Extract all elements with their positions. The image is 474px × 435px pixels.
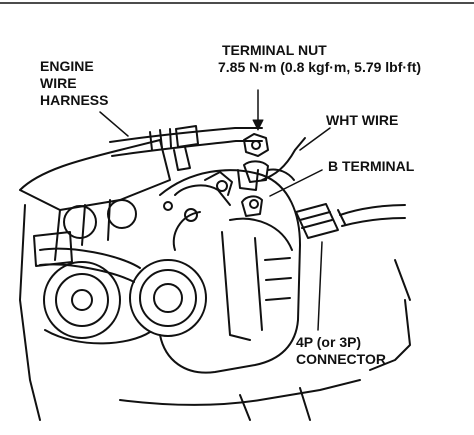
wht-wire: [261, 137, 306, 181]
terminal-nut-title: TERMINAL NUT: [222, 42, 327, 58]
wht-wire-leader: [299, 127, 331, 151]
terminal-nut-torque: 7.85 N·m (0.8 kgf·m, 5.79 lbf·ft): [218, 59, 422, 75]
harness-label-line-2: WIRE: [40, 75, 77, 91]
b-terminal-leader: [269, 169, 323, 197]
harness-label-line-3: HARNESS: [40, 92, 109, 108]
terminal-nut: [243, 133, 269, 157]
harness-label-line-1: ENGINE: [40, 58, 94, 74]
engine-block: [19, 139, 411, 421]
wht-wire-label: WHT WIRE: [326, 112, 398, 129]
b-terminal-label: B TERMINAL: [328, 158, 414, 175]
connector-label-line-1: 4P (or 3P): [296, 334, 362, 350]
b-terminal-text: B TERMINAL: [328, 158, 415, 174]
terminal-nut-label: TERMINAL NUT 7.85 N·m (0.8 kgf·m, 5.79 l…: [218, 42, 421, 76]
connector-label: 4P (or 3P) CONNECTOR: [296, 334, 386, 368]
engine-wire-harness: [109, 125, 263, 171]
alternator: [159, 169, 301, 374]
harness-leader-line: [99, 111, 129, 137]
engine-wire-harness-label: ENGINE WIRE HARNESS: [40, 58, 108, 109]
pulley-and-belt: [39, 247, 207, 345]
connector-leader: [317, 241, 323, 331]
connector-4p: [295, 203, 406, 239]
wht-wire-text: WHT WIRE: [326, 112, 399, 128]
connector-label-line-2: CONNECTOR: [296, 351, 386, 367]
